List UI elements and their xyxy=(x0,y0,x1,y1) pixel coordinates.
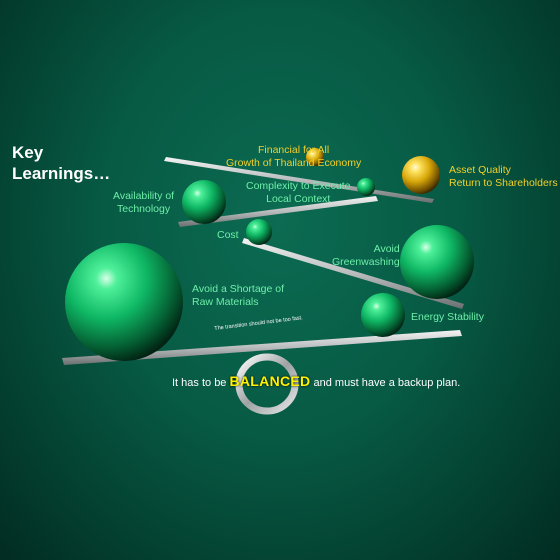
plank-third xyxy=(242,238,464,309)
gold-sphere-small-icon xyxy=(306,148,324,166)
label-greenwashing-line2: Greenwashing xyxy=(332,256,400,268)
label-asset-line1: Asset Quality xyxy=(449,164,511,176)
label-cost: Cost xyxy=(217,229,239,241)
tagline-emphasis: BALANCED xyxy=(229,373,311,389)
label-financial: Financial for All Growth of Thailand Eco… xyxy=(226,144,361,170)
plank-second xyxy=(178,196,378,227)
label-energy-stability: Energy Stability xyxy=(411,311,484,323)
label-raw-line1: Avoid a Shortage of xyxy=(192,283,285,295)
label-complexity-line1: Complexity to Execute xyxy=(246,180,351,192)
green-sphere-energy-icon xyxy=(361,293,405,337)
label-availability: Availability of Technology xyxy=(113,190,174,216)
tagline-before: It has to be xyxy=(172,377,230,389)
label-complexity: Complexity to Execute Local Context xyxy=(246,180,350,206)
green-sphere-greenwashing-icon xyxy=(400,225,474,299)
green-sphere-tiny-icon xyxy=(357,178,375,196)
label-availability-line1: Availability of xyxy=(113,190,175,202)
label-asset-quality: Asset Quality Return to Shareholders xyxy=(449,164,558,190)
green-sphere-availability-icon xyxy=(182,180,226,224)
label-greenwashing: Avoid Greenwashing xyxy=(332,243,400,269)
label-raw-line2: Raw Materials xyxy=(192,296,259,308)
label-financial-line1: Financial for All xyxy=(258,144,330,156)
label-complexity-line2: Local Context xyxy=(266,193,331,205)
fulcrum-ring-icon xyxy=(235,353,299,415)
page-title: Key Learnings… xyxy=(12,142,110,184)
green-sphere-cost-icon xyxy=(246,219,272,245)
label-financial-line2: Growth of Thailand Economy xyxy=(226,157,362,169)
title-line-2: Learnings… xyxy=(12,164,111,183)
label-greenwashing-line1: Avoid xyxy=(373,243,400,255)
title-line-1: Key xyxy=(12,143,44,162)
label-availability-line2: Technology xyxy=(116,203,171,215)
gold-sphere-large-icon xyxy=(402,156,440,194)
label-asset-line2: Return to Shareholders xyxy=(449,177,558,189)
label-raw-materials: Avoid a Shortage of Raw Materials xyxy=(192,283,284,309)
plank-bottom xyxy=(62,330,462,365)
tagline-after: and must have a backup plan. xyxy=(310,377,461,389)
green-sphere-raw-materials-icon xyxy=(65,243,183,361)
tagline: It has to be BALANCED and must have a ba… xyxy=(172,374,460,390)
